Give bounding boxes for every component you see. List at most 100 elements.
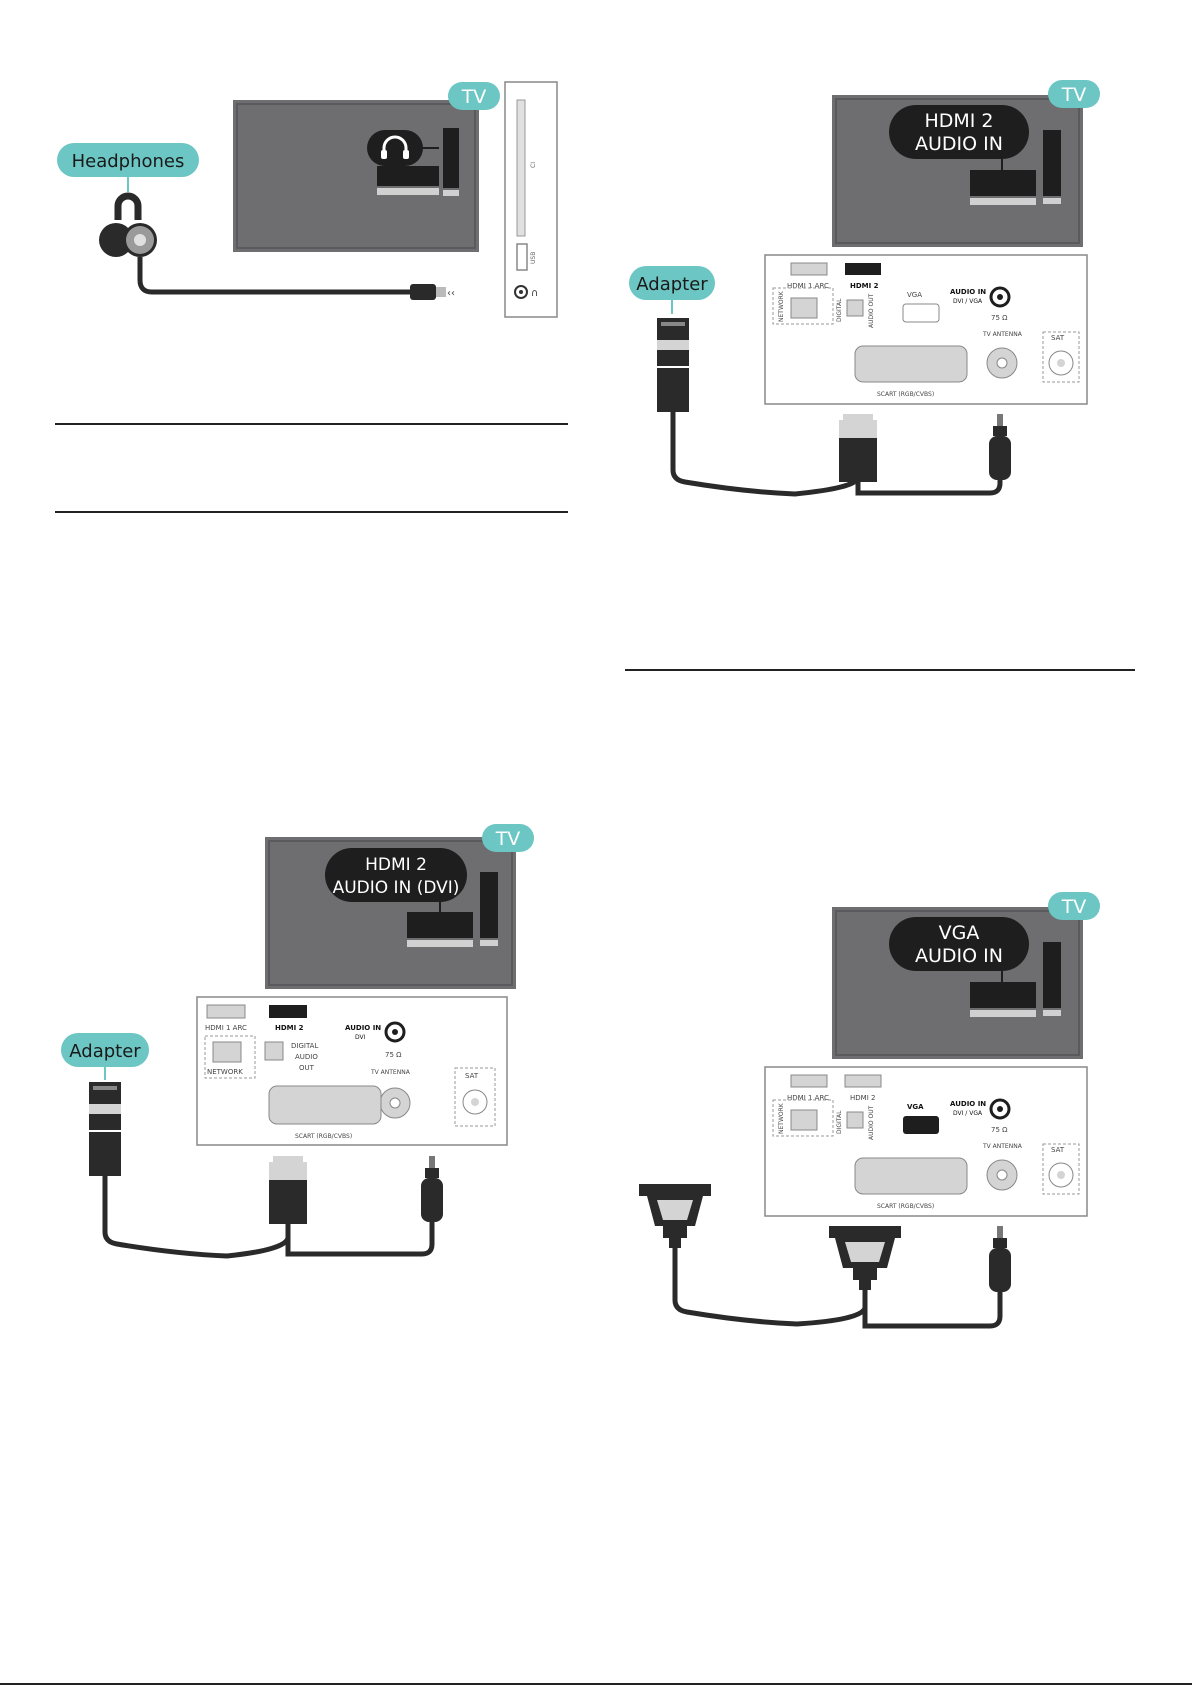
- bubble-line-1: VGA: [939, 922, 980, 944]
- digital-label: DIGITAL: [836, 1110, 843, 1134]
- audio-plug-icon: [421, 1156, 443, 1222]
- audio-out-label: AUDIO OUT: [868, 293, 875, 328]
- usb-port: [516, 243, 528, 271]
- network-port: [790, 297, 818, 319]
- bubble-line-1: HDMI 2: [365, 855, 427, 875]
- tv-badge-label: TV: [495, 828, 521, 850]
- headphones-plug-icon: [99, 192, 157, 257]
- audio-in-sublabel: DVI / VGA: [953, 298, 983, 305]
- headphones-callout-label: Headphones: [72, 151, 185, 172]
- vga-label: VGA: [907, 1103, 924, 1111]
- vga-audio-diagram: VGA AUDIO IN TV HDMI 1 ARC HDMI 2 VGA AU…: [639, 892, 1100, 1329]
- headphones-icon: [381, 135, 409, 159]
- audio-in-sublabel: DVI / VGA: [953, 1110, 983, 1117]
- hdmi1-label: HDMI 1 ARC: [205, 1024, 247, 1032]
- adapter-callout: [629, 266, 715, 300]
- digital-label-1: DIGITAL: [291, 1042, 318, 1050]
- hdmi2-label: HDMI 2: [275, 1024, 304, 1032]
- network-label: NETWORK: [207, 1068, 243, 1076]
- bubble-line-1: HDMI 2: [924, 110, 993, 132]
- audio-plug-icon: [989, 414, 1011, 480]
- hdmi-plug-icon: [839, 414, 877, 482]
- audio-in-label: AUDIO IN: [345, 1024, 381, 1032]
- hdmi-plug-icon: [269, 1156, 307, 1224]
- digital-label-2: AUDIO: [295, 1053, 318, 1061]
- audio-in-label: AUDIO IN: [950, 288, 986, 296]
- hdmi2-label: HDMI 2: [850, 282, 879, 290]
- ohm-label: 75 Ω: [991, 1126, 1008, 1134]
- network-label: NETWORK: [778, 290, 785, 322]
- tv-antenna-label: TV ANTENNA: [982, 1143, 1023, 1150]
- usb-port-label: USB: [530, 252, 537, 264]
- headphones-callout: [57, 143, 199, 177]
- bubble-line-2: AUDIO IN: [915, 133, 1003, 155]
- network-port: [790, 1109, 818, 1131]
- sat-label: SAT: [465, 1072, 479, 1080]
- digital-out-port: [846, 299, 864, 317]
- sat-label: SAT: [1051, 1146, 1065, 1154]
- tv-badge: [482, 824, 534, 852]
- svg-text:∩: ∩: [531, 288, 538, 299]
- vga-label: VGA: [907, 291, 922, 299]
- hdmi2-port: [844, 1074, 882, 1088]
- tv-badge: [1048, 80, 1100, 108]
- side-panel: [504, 81, 558, 318]
- section-rule-3: [625, 669, 1135, 671]
- svg-text:‹‹: ‹‹: [447, 288, 455, 299]
- section-rule-1: [55, 423, 568, 425]
- digital-label-3: OUT: [299, 1064, 315, 1072]
- audio-out-label: AUDIO OUT: [868, 1105, 875, 1140]
- ci-port-label: CI: [530, 162, 537, 168]
- tv-antenna-label: TV ANTENNA: [370, 1069, 411, 1076]
- adapter-plug-icon: [89, 1082, 121, 1176]
- scart-port: [854, 1157, 968, 1195]
- hdmi1-port: [790, 1074, 828, 1088]
- hdmi1-label: HDMI 1 ARC: [787, 1094, 829, 1102]
- audio-plug-icon: [989, 1226, 1011, 1292]
- digital-out-port: [264, 1041, 284, 1061]
- hdmi1-port: [790, 262, 828, 276]
- hdmi-audio-diagram: HDMI 2 AUDIO IN TV HDMI 1 ARC HDMI 2 VGA…: [629, 80, 1100, 497]
- port-bubble: [325, 848, 467, 902]
- tv-badge-label: TV: [1061, 84, 1087, 106]
- section-rule-2: [55, 511, 568, 513]
- sat-label: SAT: [1051, 334, 1065, 342]
- scart-label: SCART (RGB/CVBS): [295, 1133, 352, 1140]
- tv-badge: [1048, 892, 1100, 920]
- ohm-label: 75 Ω: [991, 314, 1008, 322]
- audio-in-sublabel: DVI: [355, 1034, 366, 1041]
- bubble-line-2: AUDIO IN: [915, 945, 1003, 967]
- port-bubble: [889, 917, 1029, 971]
- audio-in-label: AUDIO IN: [950, 1100, 986, 1108]
- scart-label: SCART (RGB/CVBS): [877, 1203, 934, 1210]
- hdmi2-port: [845, 263, 881, 275]
- port-bubble: [889, 105, 1029, 159]
- vga-plug-right-icon: [829, 1226, 901, 1290]
- tv-antenna-label: TV ANTENNA: [982, 331, 1023, 338]
- headphone-bubble: [367, 130, 423, 166]
- adapter-callout-label: Adapter: [69, 1041, 141, 1062]
- tv-badge-label: TV: [1061, 896, 1087, 918]
- vga-port: [903, 1116, 939, 1134]
- scart-label: SCART (RGB/CVBS): [877, 391, 934, 398]
- tv-badge-label: TV: [461, 86, 487, 108]
- ohm-label: 75 Ω: [385, 1051, 402, 1059]
- hdmi2-label: HDMI 2: [850, 1094, 875, 1102]
- hdmi1-label: HDMI 1 ARC: [787, 282, 829, 290]
- digital-out-port: [846, 1111, 864, 1129]
- headphones-diagram: TV CI USB ∩ Headphones ‹‹: [57, 81, 558, 318]
- scart-port: [268, 1085, 382, 1125]
- network-label: NETWORK: [778, 1102, 785, 1134]
- hdmi2-port: [269, 1005, 307, 1018]
- dvi-audio-diagram: HDMI 2 AUDIO IN (DVI) TV HDMI 1 ARC HDMI…: [61, 824, 534, 1259]
- vga-plug-left-icon: [639, 1184, 711, 1248]
- tv-badge: [448, 82, 500, 110]
- hdmi1-port: [206, 1004, 246, 1019]
- page-footer-rule: [0, 1683, 1192, 1685]
- vga-port: [902, 303, 940, 323]
- tv-body: [233, 100, 479, 252]
- adapter-callout: [61, 1033, 149, 1067]
- adapter-plug-icon: [657, 318, 689, 412]
- scart-port: [854, 345, 968, 383]
- mini-jack-plug-icon: [410, 284, 436, 300]
